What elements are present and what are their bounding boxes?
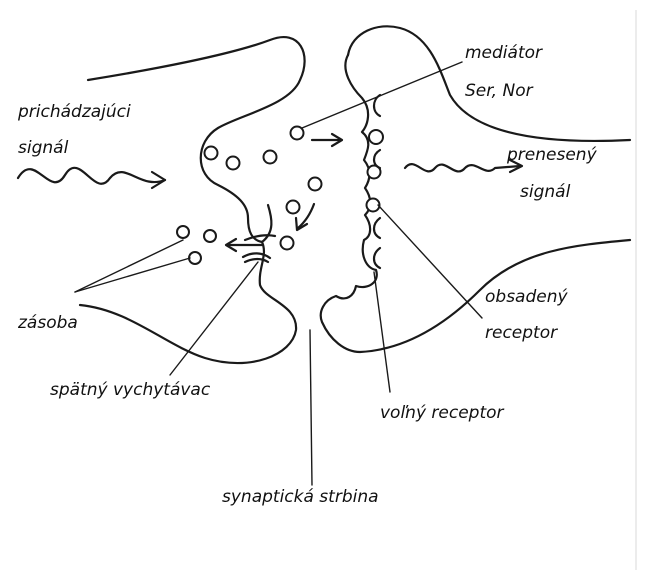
occupied-receptor-label-2: receptor — [485, 323, 558, 343]
incoming-signal-wave — [18, 168, 165, 184]
vesicle — [227, 157, 240, 170]
vesicle — [281, 237, 294, 250]
reuptake-transporter-lower2 — [245, 259, 268, 262]
storage-vesicle — [177, 226, 189, 238]
receptor-free — [374, 248, 380, 268]
incoming-signal-arrowhead — [152, 172, 165, 188]
storage-label: zásoba — [17, 313, 78, 333]
transmitted-signal-label-2: signál — [520, 182, 571, 202]
mediator-pointer — [302, 62, 462, 128]
free-receptor-label: voľný receptor — [380, 403, 505, 423]
transmitted-signal-label-1: prenesený — [506, 145, 598, 165]
occupied-receptor-pointer — [378, 205, 482, 318]
synaptic-cleft-label: synaptická strbina — [222, 487, 379, 507]
mediator-label-1: mediátor — [465, 43, 543, 63]
occupied-receptor-label-1: obsadený — [485, 287, 568, 307]
receptor-occupied — [369, 130, 383, 144]
receptor-free — [374, 150, 380, 168]
storage-vesicle — [204, 230, 216, 242]
cleft-pointer — [310, 330, 312, 485]
presynaptic-membrane — [80, 37, 305, 363]
vesicle — [264, 151, 277, 164]
vesicle — [309, 178, 322, 191]
free-receptor-pointer — [374, 272, 390, 392]
reuptake-transporter-upper — [245, 235, 275, 240]
incoming-signal-label-2: signál — [18, 138, 69, 158]
mediator-label-2: Ser, Nor — [465, 81, 534, 101]
reuptake-pointer — [170, 262, 258, 375]
incoming-signal-label-1: prichádzajúci — [17, 102, 131, 122]
transmitted-signal-wave — [405, 164, 520, 171]
storage-vesicle — [189, 252, 201, 264]
receptor-free — [374, 218, 380, 238]
storage-pointer-2 — [75, 258, 190, 292]
storage-pointer-1 — [75, 240, 183, 292]
vesicle — [287, 201, 300, 214]
reuptake-transporter-lower — [243, 253, 270, 258]
reuptake-label: spätný vychytávac — [50, 380, 211, 400]
vesicle — [205, 147, 218, 160]
